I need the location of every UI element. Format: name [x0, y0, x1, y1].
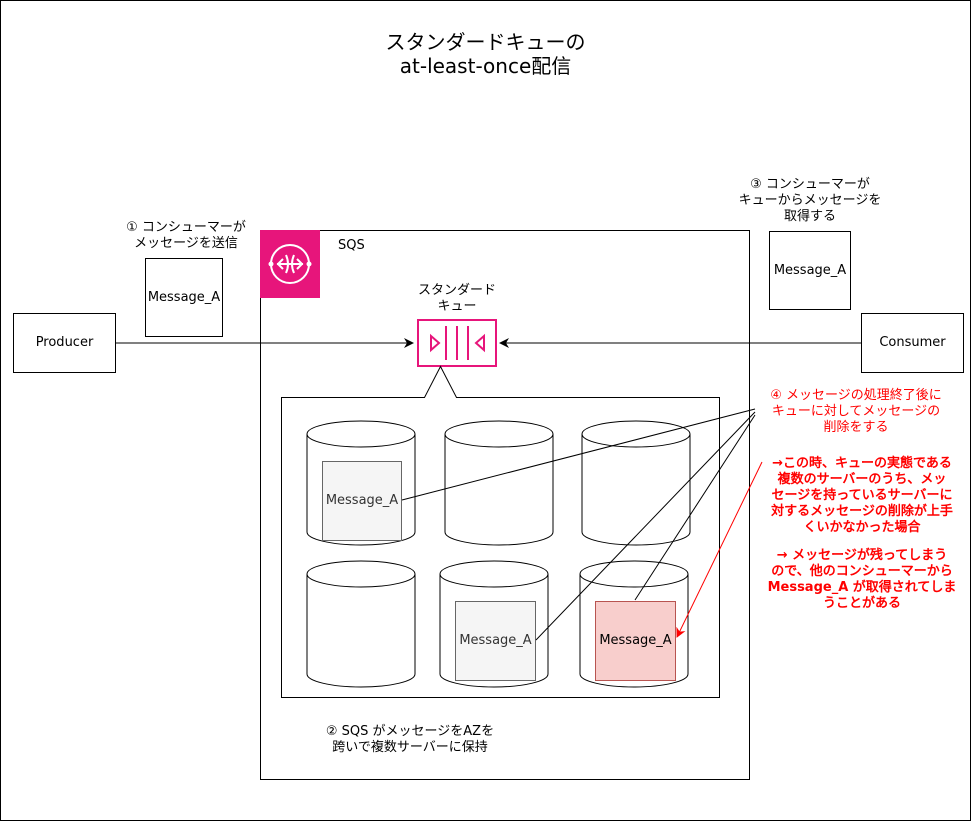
message-box-sent	[145, 258, 223, 337]
consequence-note: → メッセージが残ってしまう ので、他のコンシューマーから Message_A …	[767, 548, 957, 611]
title-line-1: スタンダードキューの	[385, 30, 586, 54]
failure-note: →この時、キューの実態である 複数のサーバーのうち、メッ セージを持っているサー…	[771, 456, 953, 535]
server-cylinder	[581, 420, 691, 546]
message-label-server6: Message_A	[599, 633, 672, 648]
step4-note: ④ メッセージの処理終了後に キューに対してメッセージの 削除をする	[770, 388, 942, 435]
consumer-label: Consumer	[879, 335, 946, 350]
producer-box	[13, 313, 116, 373]
message-label-sent: Message_A	[147, 290, 221, 305]
message-box-server5	[455, 601, 536, 681]
message-label-server5: Message_A	[459, 633, 532, 648]
consumer-box	[861, 313, 964, 373]
queue-icon	[417, 319, 497, 367]
step2-note: ② SQS がメッセージをAZを 跨いで複数サーバーに保持	[325, 724, 495, 755]
message-label-received: Message_A	[773, 263, 847, 278]
message-label-server1: Message_A	[325, 493, 399, 508]
delete-line	[535, 411, 756, 641]
title-line-2: at-least-once配信	[399, 54, 572, 78]
step1-note: ① コンシューマーが メッセージを送信	[126, 220, 246, 251]
failure-arrow	[676, 461, 763, 638]
diagram-title: スタンダードキューの at-least-once配信	[0, 30, 971, 78]
delete-line	[401, 408, 756, 501]
message-box-server1	[322, 461, 402, 541]
sqs-icon	[260, 230, 320, 298]
queue-label: スタンダード キュー	[417, 283, 496, 314]
producer-label: Producer	[35, 335, 94, 350]
step3-note: ③ コンシューマーが キューからメッセージを 取得する	[738, 177, 882, 224]
message-box-received	[769, 231, 851, 310]
server-cylinder	[306, 560, 416, 688]
sqs-label: SQS	[338, 238, 365, 253]
delete-line	[634, 414, 756, 601]
server-cylinder	[444, 420, 554, 546]
message-box-server6-highlight	[595, 601, 676, 681]
